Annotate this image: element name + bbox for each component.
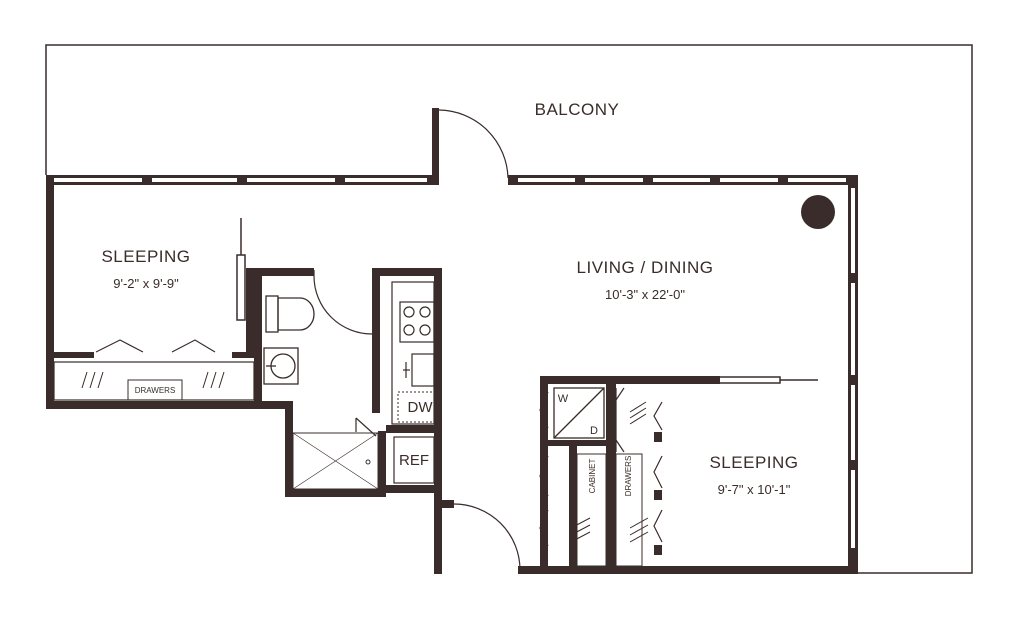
sleeping-right-dimensions: 9'-7" x 10'-1" [718,482,791,497]
sleeping-right-label: SLEEPING [709,453,798,472]
sleeping-left-label: SLEEPING [101,247,190,266]
refrigerator [393,436,435,484]
living-dining-dimensions: 10'-3" x 22'-0" [605,287,685,302]
cabinet-label: CABINET [588,459,597,494]
closet-right [539,387,663,567]
window-band-right [848,175,858,574]
wardrobe-left [53,339,255,401]
washer-dryer-icon [553,387,605,439]
cooktop-icon [399,301,435,343]
refrigerator-label: REF [399,452,429,469]
window-band-top-right [508,175,858,185]
washer-label: W [558,393,569,405]
sink-icon [263,347,299,385]
toilet-icon [265,295,315,333]
balcony-outline [45,44,973,574]
window-band-top-left [46,175,434,185]
balcony-label: BALCONY [535,100,620,119]
kitchen-sink-icon [403,353,435,387]
kitchen-counter [391,281,435,425]
shower-drain-icon [365,459,371,465]
sliding-door-icon [236,218,818,384]
column-icon [801,195,835,229]
drawers-label-right: DRAWERS [624,456,633,497]
dishwasher [397,391,435,423]
shower [292,432,379,490]
walls [46,108,858,574]
dishwasher-label: DW [408,399,434,416]
sleeping-left-dimensions: 9'-2" x 9'-9" [113,276,179,291]
living-dining-label: LIVING / DINING [577,258,714,277]
door-swing-icon [313,109,521,571]
drawers-label-left: DRAWERS [135,386,176,395]
dryer-label: D [590,425,598,437]
